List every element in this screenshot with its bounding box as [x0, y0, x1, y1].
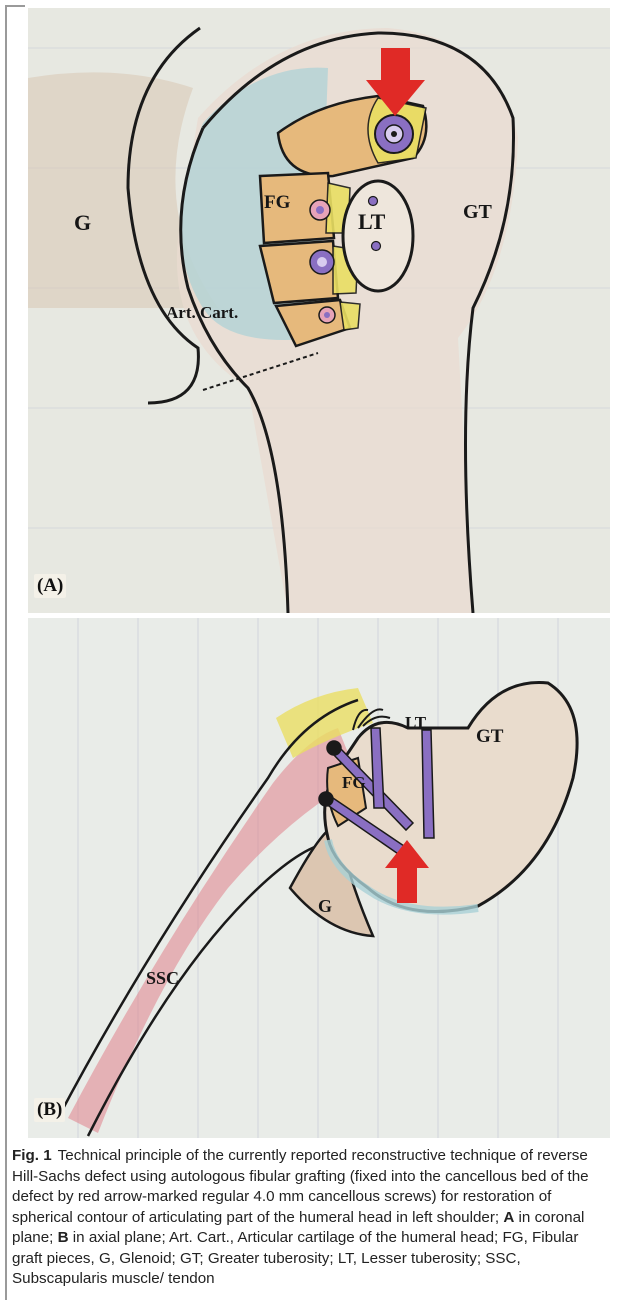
- lesser-tuberosity-outline: [343, 181, 413, 291]
- panel-a-coronal-drawing: G FG LT GT Art. Cart. (A): [28, 8, 610, 613]
- label-gt-a: GT: [463, 201, 493, 223]
- panel-b-illustration: LT GT FG SSC G: [28, 618, 610, 1138]
- label-glenoid-a: G: [74, 210, 91, 235]
- caption-panel-b-ref: B: [58, 1229, 69, 1246]
- panel-a-tag: (A): [34, 574, 66, 598]
- panel-a-illustration: G FG LT GT Art. Cart.: [28, 8, 610, 613]
- label-lt-b: LT: [405, 713, 427, 732]
- label-fg-b: FG: [342, 773, 366, 792]
- panel-b-tag: (B): [34, 1098, 65, 1122]
- figure-label: Fig. 1: [12, 1147, 52, 1164]
- label-ssc-b: SSC: [146, 968, 179, 988]
- label-art-cart-a: Art. Cart.: [166, 303, 238, 322]
- label-gt-b: GT: [476, 726, 504, 747]
- frame-left-border: [5, 5, 7, 1300]
- caption-panel-a-ref: A: [503, 1209, 514, 1226]
- red-arrow-shaft: [381, 48, 410, 80]
- red-arrow-shaft-b: [397, 868, 417, 903]
- frame-top-corner: [5, 5, 25, 7]
- subscapularis-shading: [68, 728, 358, 1133]
- panel-b-axial-drawing: LT GT FG SSC G (B): [28, 618, 610, 1138]
- label-lt-a: LT: [358, 209, 386, 234]
- label-glenoid-b: G: [318, 896, 332, 916]
- caption-text-3: in axial plane; Art. Cart., Articular ca…: [12, 1229, 578, 1287]
- label-fg-a: FG: [264, 192, 291, 213]
